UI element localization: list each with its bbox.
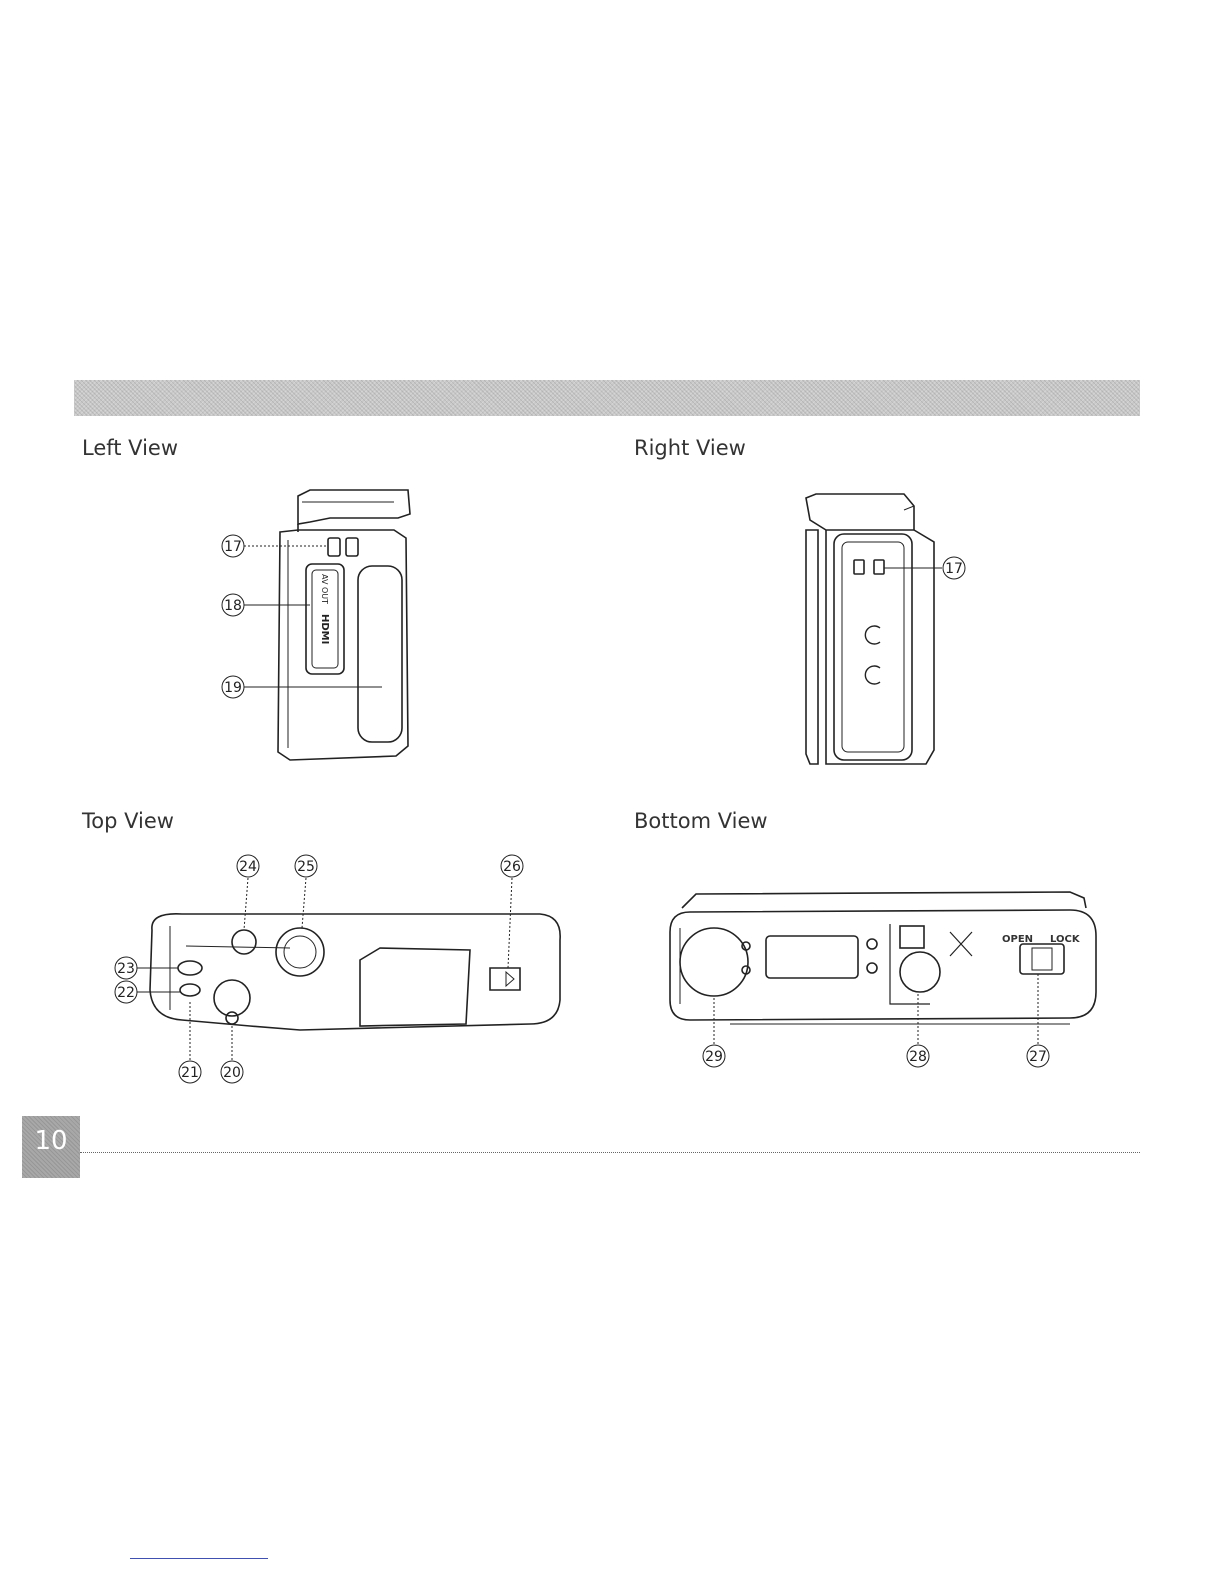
callout-21: 21 — [181, 1065, 199, 1081]
lock-label: LOCK — [1050, 934, 1081, 945]
callout-25: 25 — [297, 859, 315, 875]
callout-26: 26 — [503, 859, 521, 875]
hdmi-label: HDMI — [319, 614, 330, 644]
callout-24: 24 — [239, 859, 257, 875]
top-view-diagram: 24 25 26 23 22 21 20 — [110, 850, 580, 1090]
callout-20: 20 — [223, 1065, 241, 1081]
callout-29: 29 — [705, 1049, 723, 1065]
av-out-label: AV OUT — [320, 574, 329, 604]
page-number: 10 — [22, 1126, 80, 1156]
callout-19: 19 — [224, 680, 242, 696]
bottom-view-title: Bottom View — [634, 809, 768, 833]
callout-17-right: 17 — [945, 561, 963, 577]
footer-rule — [80, 1152, 1140, 1153]
page-number-badge: 10 — [22, 1116, 80, 1178]
callout-27: 27 — [1029, 1049, 1047, 1065]
callout-22: 22 — [117, 985, 135, 1001]
right-view-diagram: 17 — [796, 490, 976, 770]
callout-28: 28 — [909, 1049, 927, 1065]
left-view-diagram: AV OUT HDMI 17 18 19 — [210, 484, 430, 768]
right-view-title: Right View — [634, 436, 746, 460]
callout-18: 18 — [224, 598, 242, 614]
callout-23: 23 — [117, 961, 135, 977]
top-view-title: Top View — [82, 809, 174, 833]
open-label: OPEN — [1002, 934, 1033, 945]
section-header-band — [74, 380, 1140, 416]
bottom-view-diagram: OPEN LOCK 29 28 27 — [660, 884, 1110, 1078]
bottom-link-underline — [130, 1558, 268, 1559]
left-view-title: Left View — [82, 436, 178, 460]
callout-17: 17 — [224, 539, 242, 555]
